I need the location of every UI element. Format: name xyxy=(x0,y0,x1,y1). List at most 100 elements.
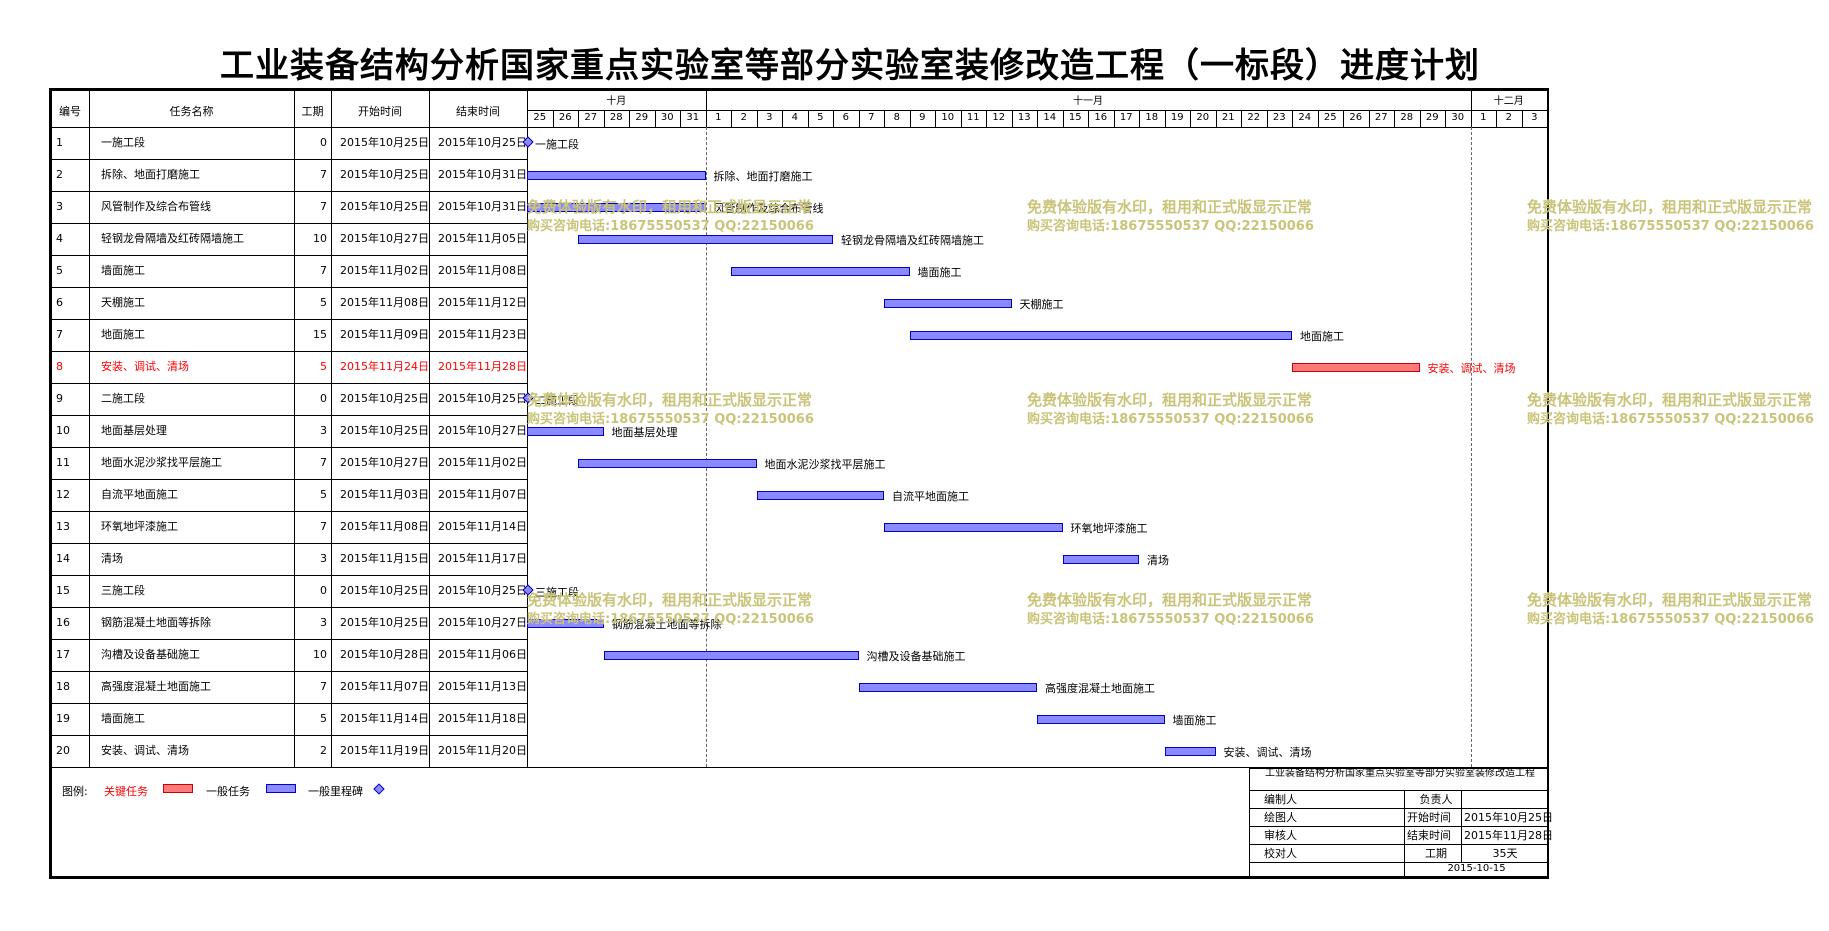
task-name: 自流平地面施工 xyxy=(101,488,178,501)
task-bar-label: 高强度混凝土地面施工 xyxy=(1045,682,1155,695)
day-divider xyxy=(1139,110,1140,127)
task-duration: 5 xyxy=(320,296,327,309)
task-start: 2015年10月27日 xyxy=(340,456,429,469)
day-divider xyxy=(807,110,809,127)
task-start: 2015年11月03日 xyxy=(340,488,429,501)
row-divider xyxy=(51,447,527,448)
task-end: 2015年11月07日 xyxy=(438,488,527,501)
table-col-divider xyxy=(331,91,332,767)
titleblock-duration-value: 35天 xyxy=(1492,847,1518,860)
task-start: 2015年10月25日 xyxy=(340,200,429,213)
task-start: 2015年11月09日 xyxy=(340,328,429,341)
gantt-frame xyxy=(49,88,1549,879)
day-label: 18 xyxy=(1145,112,1159,123)
task-id: 4 xyxy=(56,232,63,245)
task-bar-label: 地面水泥沙浆找平层施工 xyxy=(764,458,886,471)
header-start: 开始时间 xyxy=(358,105,402,118)
day-divider xyxy=(782,110,783,127)
task-bar xyxy=(527,427,604,436)
header-id: 编号 xyxy=(59,105,81,118)
day-divider xyxy=(1419,110,1421,127)
row-divider xyxy=(51,671,527,672)
task-name: 一施工段 xyxy=(101,136,145,149)
task-duration: 7 xyxy=(320,680,327,693)
task-duration: 10 xyxy=(313,232,327,245)
day-divider xyxy=(756,110,758,127)
task-end: 2015年10月25日 xyxy=(438,136,527,149)
legend-normal-swatch xyxy=(266,784,296,793)
day-divider xyxy=(1113,110,1115,127)
task-bar-label: 拆除、地面打磨施工 xyxy=(713,170,813,183)
task-end: 2015年11月17日 xyxy=(438,552,527,565)
task-duration: 0 xyxy=(320,584,327,597)
watermark-line2: 购买咨询电话:18675550537 QQ:22150066 xyxy=(1027,219,1314,234)
day-label: 12 xyxy=(992,112,1006,123)
watermark-line1: 免费体验版有水印，租用和正式版显示正常 xyxy=(1527,391,1813,409)
row-divider xyxy=(51,287,527,288)
day-label: 19 xyxy=(1170,112,1184,123)
task-end: 2015年11月02日 xyxy=(438,456,527,469)
titleblock-end-label: 结束时间 xyxy=(1407,829,1451,842)
task-id: 13 xyxy=(56,520,70,533)
watermark-line1: 免费体验版有水印，租用和正式版显示正常 xyxy=(1527,591,1813,609)
task-duration: 7 xyxy=(320,520,327,533)
day-divider xyxy=(1470,110,1472,127)
header-name: 任务名称 xyxy=(169,105,214,118)
task-name: 墙面施工 xyxy=(101,264,145,277)
day-divider xyxy=(603,110,605,127)
row-divider xyxy=(51,255,527,256)
task-name: 地面施工 xyxy=(101,328,145,341)
task-end: 2015年11月23日 xyxy=(438,328,527,341)
day-divider xyxy=(654,110,656,127)
task-bar xyxy=(578,235,833,244)
day-label: 1 xyxy=(715,112,722,123)
header-duration: 工期 xyxy=(301,105,324,118)
task-bar xyxy=(527,619,604,628)
task-start: 2015年10月27日 xyxy=(340,232,429,245)
task-id: 14 xyxy=(56,552,70,565)
day-divider xyxy=(1062,110,1064,127)
watermark-line2: 购买咨询电话:18675550537 QQ:22150066 xyxy=(1527,412,1814,427)
day-label: 28 xyxy=(609,112,623,123)
titleblock-project: 工业装备结构分析国家重点实验室等部分实验室装修改造工程 xyxy=(1265,768,1535,779)
task-name: 天棚施工 xyxy=(101,296,145,309)
day-divider xyxy=(731,110,732,127)
task-bar-label: 清场 xyxy=(1147,554,1169,567)
day-label: 31 xyxy=(686,112,700,123)
row-divider xyxy=(51,607,527,608)
month-separator xyxy=(705,127,707,767)
titleblock-start-value: 2015年10月25日 xyxy=(1464,811,1553,824)
task-name: 二施工段 xyxy=(101,392,145,405)
titleblock-end-value: 2015年11月28日 xyxy=(1464,829,1553,842)
day-label: 11 xyxy=(966,112,980,123)
task-bar-label: 地面基层处理 xyxy=(611,426,678,439)
day-divider xyxy=(1011,110,1013,127)
task-end: 2015年11月06日 xyxy=(438,648,527,661)
day-divider xyxy=(884,110,885,127)
task-end: 2015年11月12日 xyxy=(438,296,527,309)
day-label: 9 xyxy=(919,112,926,123)
task-bar-label: 二施工段 xyxy=(535,394,579,407)
task-name: 高强度混凝土地面施工 xyxy=(101,680,211,693)
watermark-line1: 免费体验版有水印，租用和正式版显示正常 xyxy=(527,391,813,409)
task-duration: 5 xyxy=(320,488,327,501)
day-label: 6 xyxy=(842,112,849,123)
row-divider xyxy=(51,223,527,224)
task-start: 2015年10月25日 xyxy=(340,136,429,149)
day-label: 23 xyxy=(1272,112,1286,123)
task-id: 18 xyxy=(56,680,70,693)
day-label: 3 xyxy=(1531,112,1538,123)
day-divider xyxy=(705,110,707,127)
task-start: 2015年10月25日 xyxy=(340,424,429,437)
day-divider xyxy=(1521,110,1523,127)
titleblock-owner: 负责人 xyxy=(1419,793,1453,806)
day-label: 17 xyxy=(1119,112,1133,123)
task-bar xyxy=(527,203,706,212)
task-name: 安装、调试、清场 xyxy=(101,360,189,373)
task-end: 2015年11月13日 xyxy=(438,680,527,693)
task-bar xyxy=(1062,555,1139,564)
task-duration: 0 xyxy=(320,392,327,405)
row-divider xyxy=(51,191,527,192)
task-bar xyxy=(1037,715,1165,724)
task-id: 16 xyxy=(56,616,70,629)
